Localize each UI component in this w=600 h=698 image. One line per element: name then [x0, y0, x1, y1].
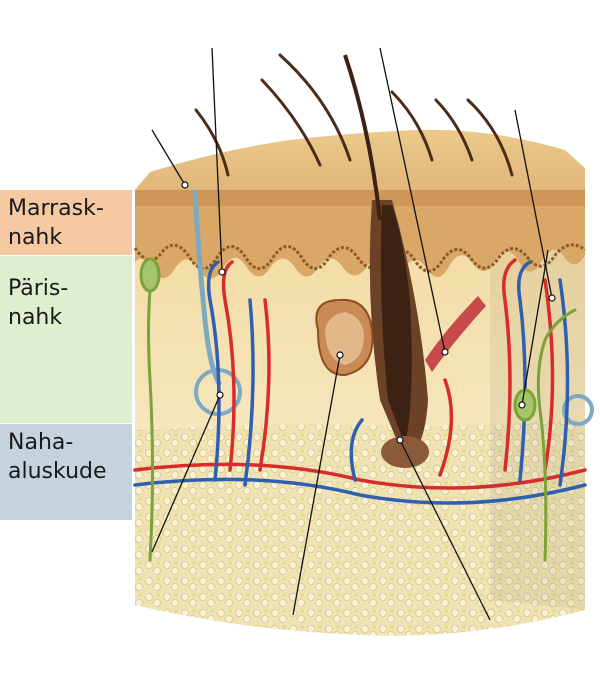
nerves [139, 257, 577, 562]
leader-line-follicle [399, 439, 491, 621]
leader-line-receptor [521, 249, 549, 406]
sebaceous-gland [315, 298, 374, 377]
band-epidermis [0, 190, 132, 255]
label-dermis-line1: Päris- [8, 276, 69, 301]
block-side-face [490, 250, 585, 610]
band-dermis [0, 256, 132, 423]
leader-line-sebaceous [292, 354, 341, 616]
label-hypodermis-line1: Naha- [8, 430, 74, 455]
leader-line-sweat-gland [151, 394, 221, 553]
label-epidermis-line2: nahk [8, 225, 63, 250]
leader-line-capillary [211, 47, 223, 273]
leader-lines [151, 47, 553, 621]
veins [133, 260, 587, 505]
band-hypodermis [0, 424, 132, 520]
leader-line-pore [151, 129, 186, 186]
label-hypodermis: Naha- aluskude [0, 424, 132, 494]
arrector-pili-muscle [425, 296, 486, 372]
label-dermis: Päris- nahk [0, 270, 132, 340]
leader-dots [181, 181, 556, 444]
label-hypodermis-line2: aluskude [8, 459, 107, 484]
leader-line-arrector [379, 47, 446, 353]
hair-follicle [343, 54, 429, 468]
stratum-corneum [135, 190, 585, 206]
label-epidermis: Marrask- nahk [0, 190, 132, 255]
basal-layer [133, 243, 586, 273]
label-dermis-line2: nahk [8, 305, 63, 330]
epidermis [135, 190, 585, 279]
label-epidermis-line1: Marrask- [8, 196, 104, 221]
hair-shafts [194, 53, 514, 177]
